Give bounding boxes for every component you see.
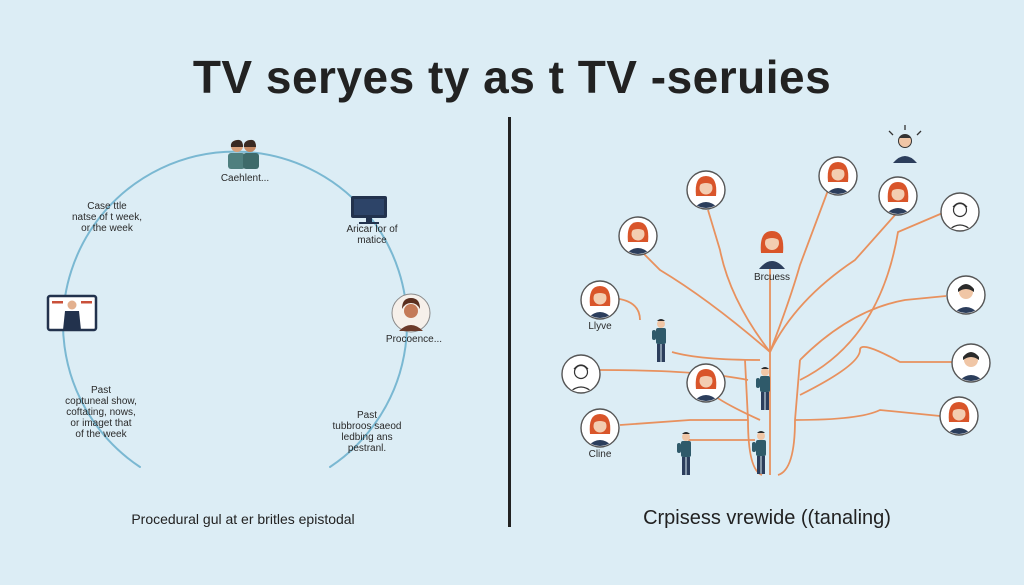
- character-node-7: [947, 276, 985, 315]
- page-title: TV seryes ty as t TV -seruies: [192, 51, 832, 103]
- character-node-1: [687, 171, 725, 210]
- cycle-label-lower-left: Past coptuneal show, coftating, nows, or…: [65, 385, 137, 440]
- presenter-screen-icon: [46, 294, 98, 332]
- standing-figure-2: [756, 367, 770, 410]
- cycle-label-top: Caehlent...: [220, 173, 270, 184]
- cycle-ring: [62, 150, 408, 468]
- cycle-label-upper-left: Case ttle natse of t week, or the week: [71, 201, 143, 234]
- network-label-left-mid: Llyve: [588, 321, 612, 332]
- character-node-10: [687, 364, 725, 403]
- cycle-label-right: Procoence...: [385, 334, 443, 345]
- character-node-9: [952, 344, 990, 383]
- character-node-5: [619, 217, 657, 256]
- character-node-2: [819, 157, 857, 196]
- character-node-11: [581, 409, 619, 448]
- character-node-6: [581, 281, 619, 320]
- left-panel-caption: Procedural gul at er britles epistodal: [131, 511, 355, 527]
- standing-figure-1: [652, 319, 666, 362]
- right-panel-caption: Crpisess vrewide ((tanaling): [643, 507, 891, 529]
- character-node-4: [941, 193, 979, 232]
- two-people-icon: [228, 139, 259, 169]
- character-node-12: [940, 397, 978, 436]
- character-node-3: [879, 177, 917, 216]
- narrator-character-icon: [888, 125, 922, 163]
- character-node-8: [562, 355, 600, 394]
- cycle-label-upper-right: Aricar lor of matice: [346, 224, 398, 246]
- cycle-label-lower-right: Past tubbroos saeod ledbing ans pestranl…: [332, 410, 402, 454]
- panel-divider: [508, 117, 511, 527]
- central-character-icon: [759, 231, 785, 269]
- network-label-center: Brcuess: [753, 272, 791, 283]
- network-label-left-low: Cline: [588, 449, 612, 460]
- person-avatar-icon: [391, 293, 431, 333]
- standing-figure-3: [677, 432, 691, 475]
- monitor-icon: [351, 196, 387, 224]
